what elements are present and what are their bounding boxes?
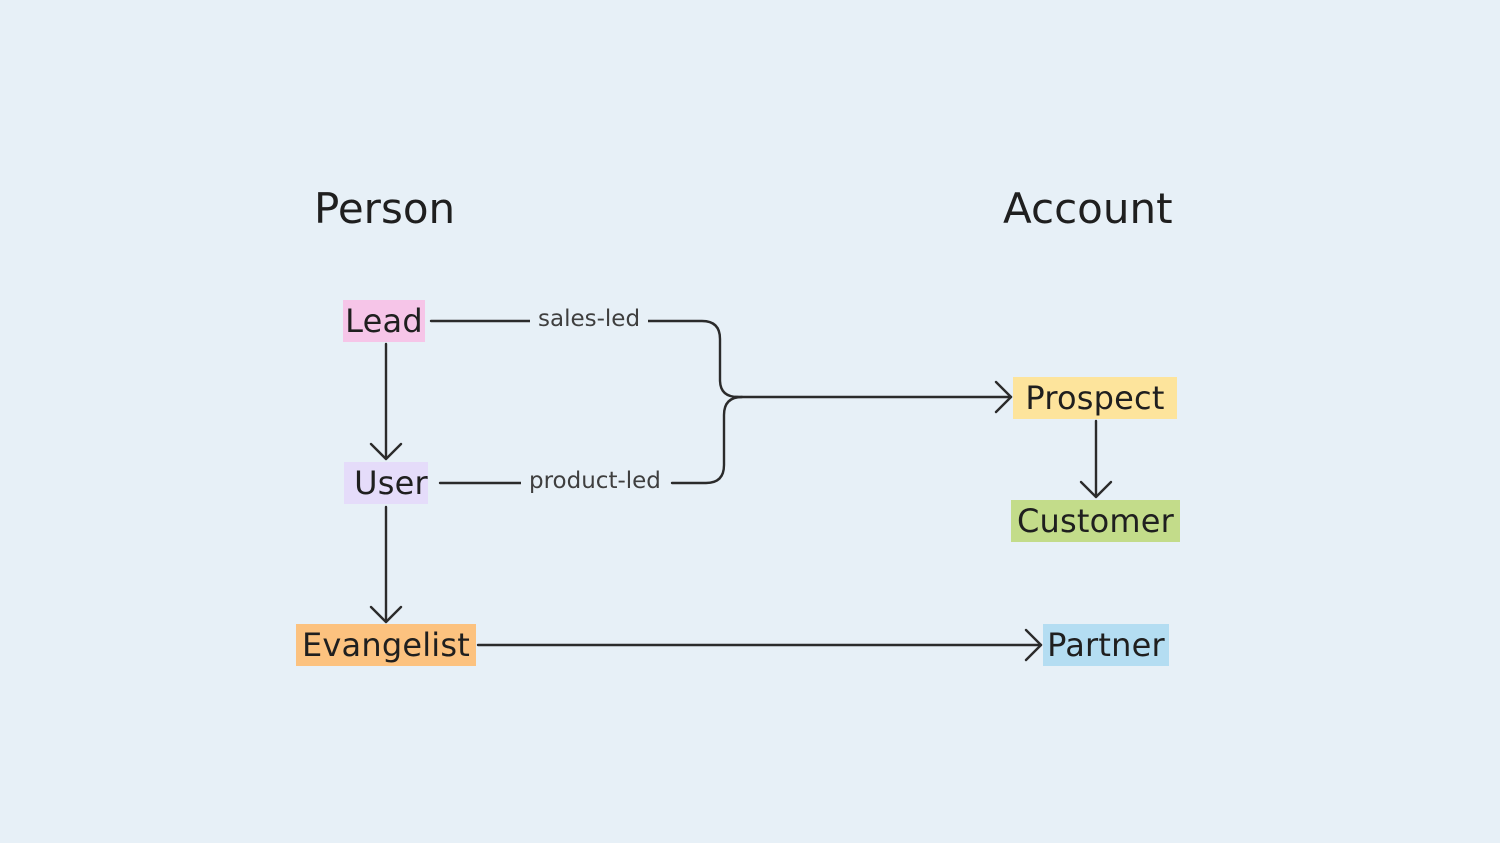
node-customer: Customer (1011, 500, 1180, 542)
edge-user-product-led (438, 395, 744, 485)
edge-lead-sales-led (429, 319, 740, 399)
node-customer-label: Customer (1016, 502, 1175, 540)
column-title-person: Person (314, 184, 456, 233)
node-partner: Partner (1043, 624, 1169, 666)
node-prospect: Prospect (1013, 377, 1177, 419)
arrowhead-partner (1024, 628, 1043, 662)
node-lead-label: Lead (345, 302, 423, 340)
arrowhead-user (369, 442, 403, 461)
arrowhead-customer (1079, 480, 1113, 499)
node-evangelist-label: Evangelist (301, 626, 471, 664)
node-lead: Lead (343, 300, 425, 342)
node-user-label: User (354, 464, 428, 502)
edge-label-sales-led: sales-led (530, 306, 649, 332)
node-user: User (344, 462, 428, 504)
node-evangelist: Evangelist (296, 624, 476, 666)
column-title-account: Account (1003, 184, 1173, 233)
edge-label-product-led: product-led (521, 468, 669, 494)
arrowhead-prospect (994, 380, 1013, 414)
node-partner-label: Partner (1047, 626, 1165, 664)
arrowhead-evangelist (369, 605, 403, 624)
node-prospect-label: Prospect (1025, 379, 1165, 417)
